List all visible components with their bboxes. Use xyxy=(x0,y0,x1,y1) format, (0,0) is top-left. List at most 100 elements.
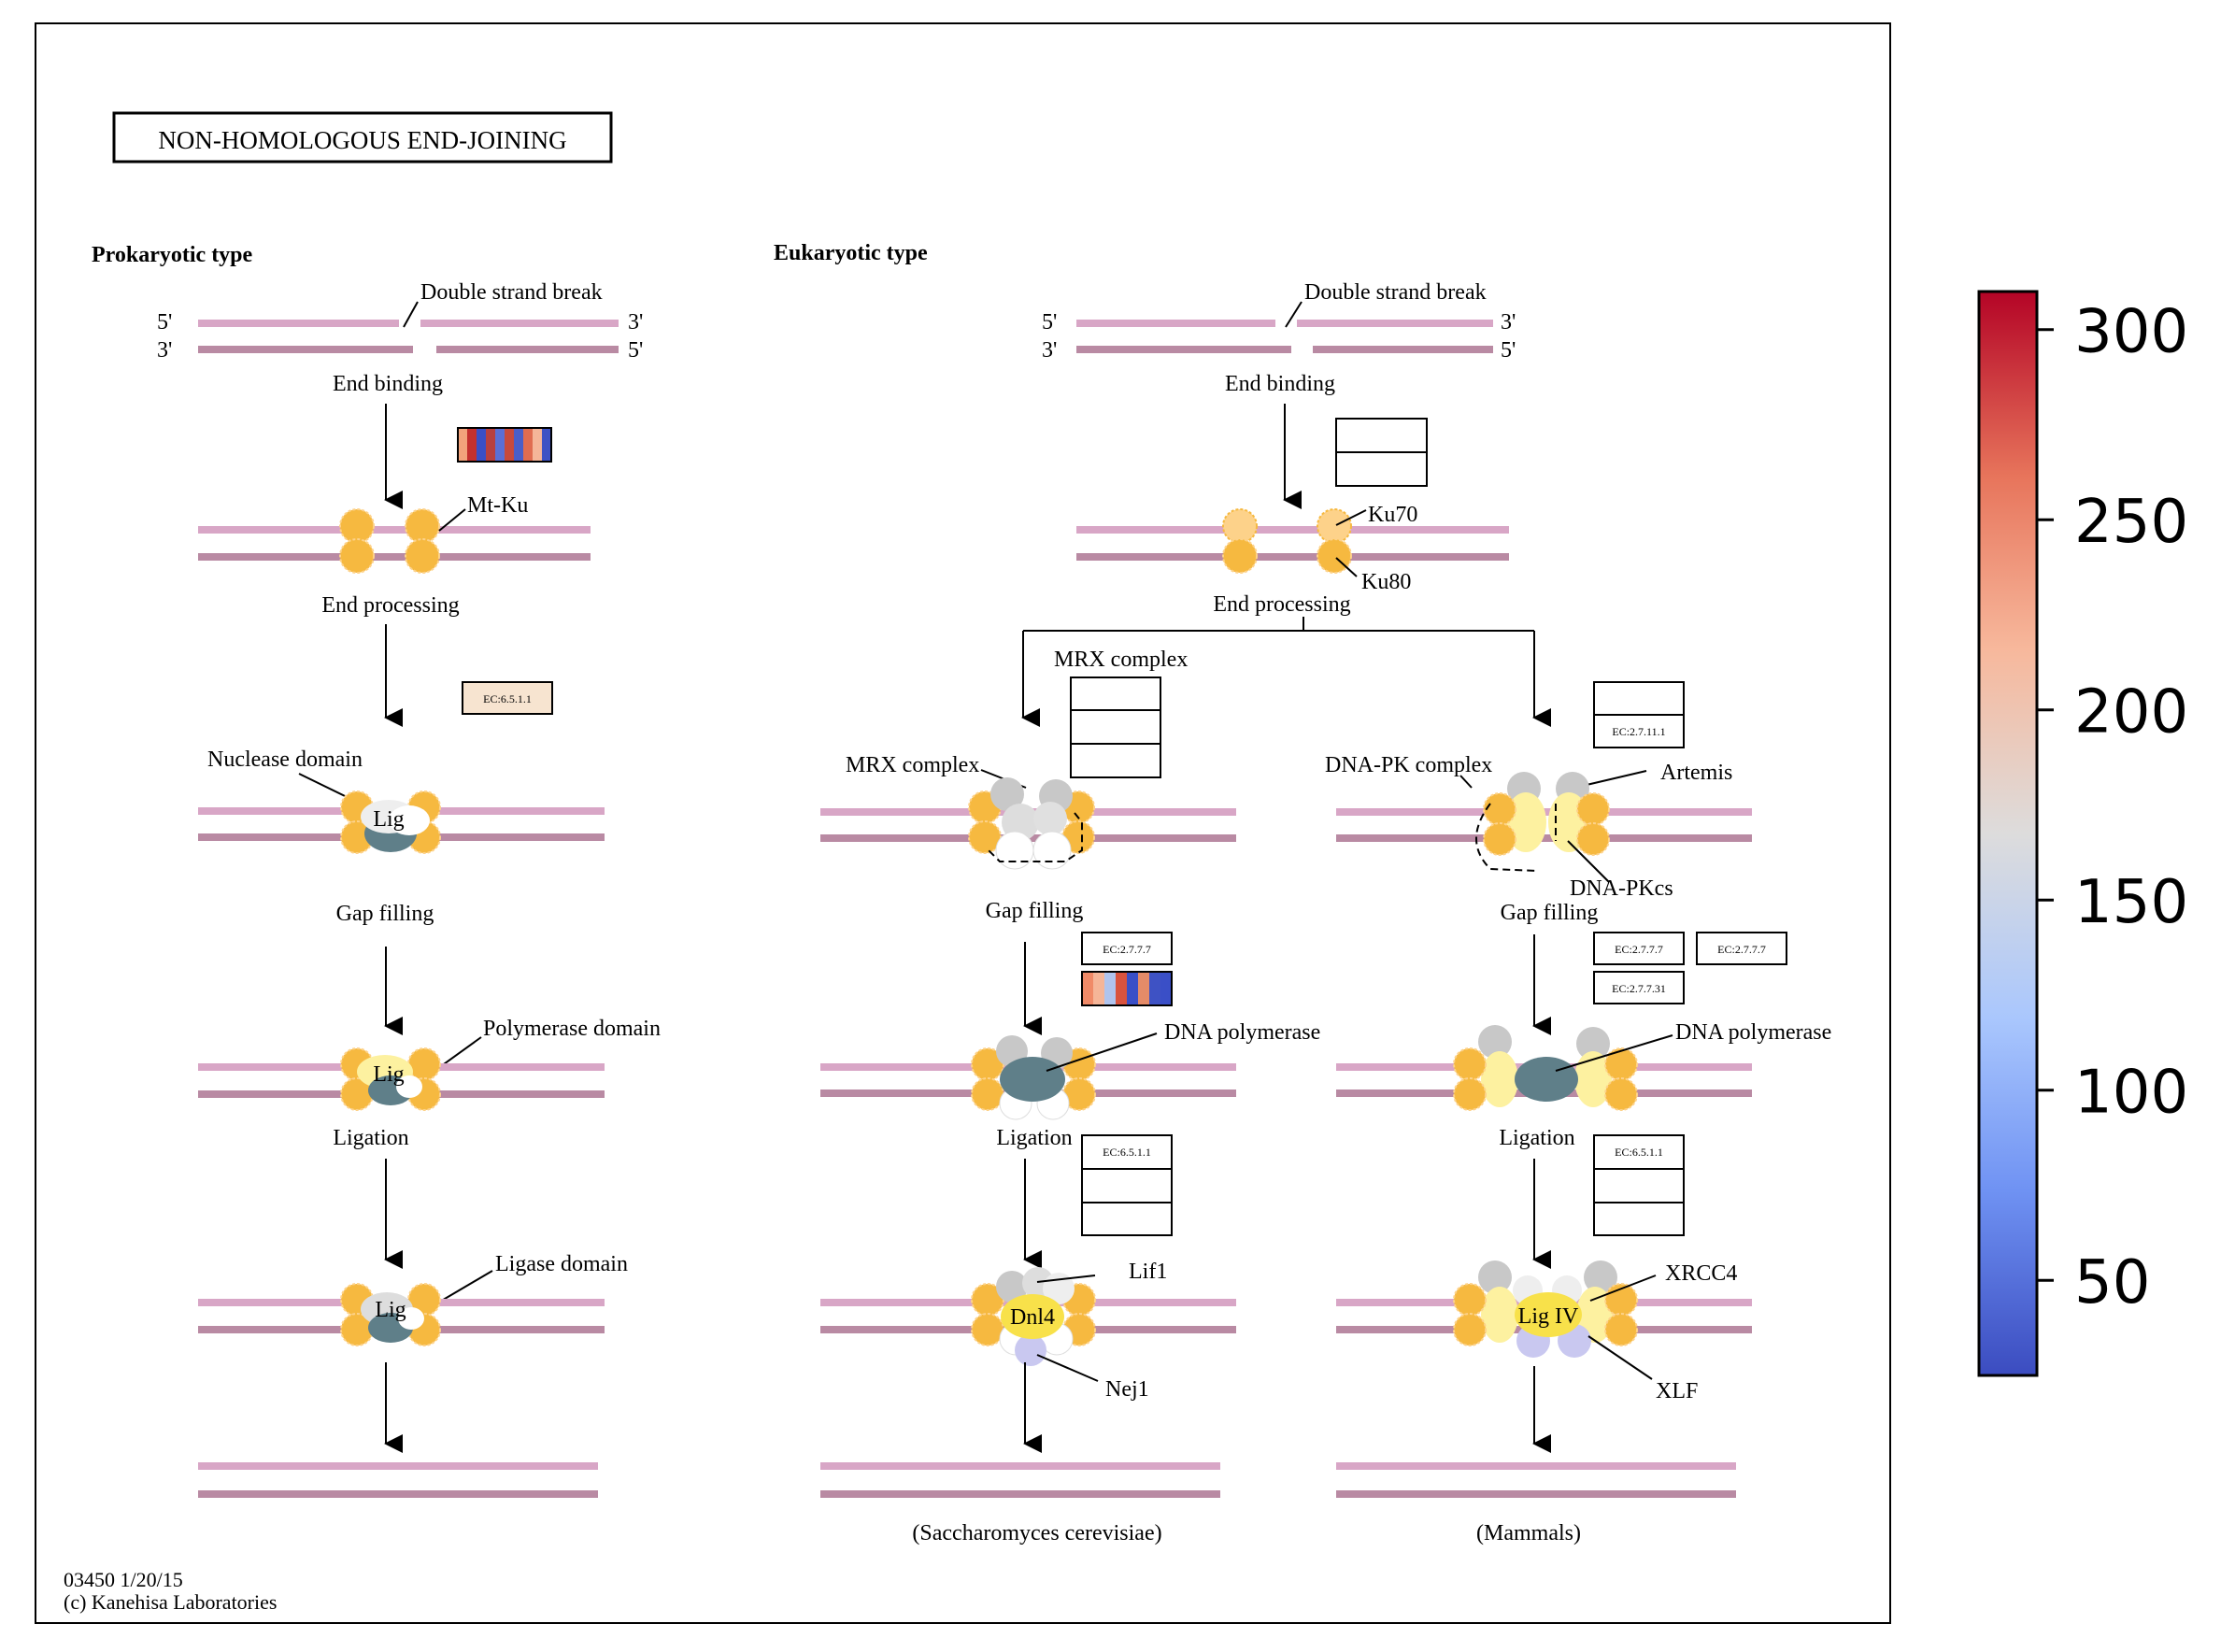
dna-strand xyxy=(198,553,591,561)
footer-copyright: (c) Kanehisa Laboratories xyxy=(64,1590,277,1614)
dna-strand xyxy=(820,1490,1220,1498)
xrcc4-label: XRCC4 xyxy=(1665,1261,1737,1286)
heat-cell xyxy=(467,428,477,462)
prokaryotic-panel: Prokaryotic type Double strand break 5' … xyxy=(92,243,661,1498)
title-box: NON-HOMOLOGOUS END-JOINING xyxy=(112,111,613,164)
ku70-label: Ku70 xyxy=(1368,503,1417,527)
prok-step-gap-filling: Gap filling xyxy=(336,902,434,926)
heat-cell xyxy=(1082,972,1094,1005)
dna-strand xyxy=(198,320,399,327)
dnapk-complex xyxy=(1475,772,1610,872)
ec-box[interactable]: EC:6.5.1.1 xyxy=(462,681,553,715)
mrx-gene-box[interactable] xyxy=(1070,676,1161,778)
ku80-label: Ku80 xyxy=(1361,570,1411,594)
ec-box[interactable]: EC:2.7.7.7 xyxy=(1593,932,1685,965)
heat-cell xyxy=(514,428,524,462)
svg-text:Lig IV: Lig IV xyxy=(1518,1304,1579,1329)
euk-five-prime-top: 5' xyxy=(1042,310,1057,335)
mrx-complex xyxy=(968,777,1095,870)
diagram-frame xyxy=(35,22,1891,1624)
heat-cell xyxy=(1138,972,1150,1005)
dnapk-complex-label: DNA-PK complex xyxy=(1325,753,1492,777)
colorbar-tick-label: 250 xyxy=(2074,488,2188,557)
lig-complex-ligase: Lig xyxy=(340,1283,441,1346)
dna-strand xyxy=(198,1490,598,1498)
heat-cell xyxy=(523,428,534,462)
prok-step-ligation: Ligation xyxy=(333,1126,408,1150)
dnapk-gene-box[interactable]: EC:2.7.11.1 xyxy=(1593,681,1685,748)
svg-text:EC:2.7.7.31: EC:2.7.7.31 xyxy=(1612,982,1666,995)
dna-strand xyxy=(1076,526,1509,534)
dnl4-complex: Dnl4 xyxy=(971,1267,1096,1366)
heat-cell xyxy=(533,428,543,462)
heat-cell xyxy=(495,428,505,462)
euk-gap-filling-mrx: Gap filling xyxy=(986,899,1084,923)
heat-cell xyxy=(486,428,496,462)
dna-strand xyxy=(1313,346,1493,353)
ec-box[interactable]: EC:2.7.7.7 xyxy=(1696,932,1787,965)
heat-cell xyxy=(1104,972,1117,1005)
ku-heterodimer xyxy=(1222,508,1352,574)
colorbar-tick-label: 300 xyxy=(2074,298,2188,367)
eukaryotic-panel: Eukaryotic type Double strand break 5' 3… xyxy=(774,241,1831,1545)
prok-step-end-processing: End processing xyxy=(321,593,459,618)
heat-cell xyxy=(542,428,552,462)
dna-strand xyxy=(1076,346,1291,353)
mammal-dna-polymerase-label: DNA polymerase xyxy=(1675,1020,1831,1045)
svg-text:EC:2.7.7.7: EC:2.7.7.7 xyxy=(1103,943,1151,956)
mtku-heat-strip[interactable] xyxy=(458,428,552,462)
mammal-organism-label: (Mammals) xyxy=(1476,1521,1581,1545)
footer-id-date: 03450 1/20/15 xyxy=(64,1568,183,1591)
prokaryotic-heading: Prokaryotic type xyxy=(92,243,253,267)
prok-step-end-binding: End binding xyxy=(333,372,443,396)
yeast-organism-label: (Saccharomyces cerevisiae) xyxy=(912,1521,1161,1545)
heat-cell xyxy=(1149,972,1161,1005)
lif1-label: Lif1 xyxy=(1129,1260,1167,1284)
ku-gene-box[interactable] xyxy=(1335,418,1428,487)
svg-text:Lig: Lig xyxy=(375,1298,406,1322)
mtku-protein xyxy=(339,508,440,574)
heat-cell xyxy=(1160,972,1173,1005)
ec-box[interactable]: EC:2.7.7.31 xyxy=(1593,971,1685,1004)
euk-dsb-label: Double strand break xyxy=(1304,280,1487,305)
dna-polymerase-heat-strip[interactable] xyxy=(1082,972,1173,1005)
mrx-complex-box-label: MRX complex xyxy=(1054,648,1188,672)
svg-text:EC:6.5.1.1: EC:6.5.1.1 xyxy=(1103,1146,1151,1159)
euk-step-end-binding: End binding xyxy=(1225,372,1335,396)
dna-strand xyxy=(198,1462,598,1470)
prok-dsb-label: Double strand break xyxy=(420,280,603,305)
dna-strand xyxy=(436,346,619,353)
colorbar-tick-label: 150 xyxy=(2074,868,2188,937)
euk-ligation-mammal: Ligation xyxy=(1499,1126,1574,1150)
colorbar-tick-label: 50 xyxy=(2074,1248,2150,1317)
euk-three-prime-top: 3' xyxy=(1501,310,1516,335)
ligase-gene-box-mammal[interactable]: EC:6.5.1.1 xyxy=(1593,1134,1685,1236)
ligiv-complex: Lig IV xyxy=(1453,1260,1638,1358)
prok-five-prime-bottom: 5' xyxy=(628,338,643,363)
mtku-label: Mt-Ku xyxy=(467,493,528,518)
ec-box[interactable]: EC:2.7.7.7 xyxy=(1081,932,1173,965)
dna-strand xyxy=(1336,1462,1736,1470)
yeast-dna-polymerase-label: DNA polymerase xyxy=(1164,1020,1320,1045)
svg-text:Lig: Lig xyxy=(373,1062,404,1087)
euk-five-prime-bottom: 5' xyxy=(1501,338,1516,363)
lig-complex-polymerase: Lig xyxy=(340,1047,441,1111)
prok-three-prime-bottom: 3' xyxy=(157,338,172,363)
euk-three-prime-bottom: 3' xyxy=(1042,338,1057,363)
euk-gap-filling-dnapk: Gap filling xyxy=(1501,901,1599,925)
prok-five-prime-top: 5' xyxy=(157,310,172,335)
dna-strand xyxy=(820,1462,1220,1470)
yeast-polymerase-complex xyxy=(971,1035,1096,1120)
svg-text:EC:2.7.11.1: EC:2.7.11.1 xyxy=(1612,725,1665,738)
heat-cell xyxy=(1127,972,1139,1005)
heat-cell xyxy=(1116,972,1128,1005)
svg-text:EC:2.7.7.7: EC:2.7.7.7 xyxy=(1717,943,1766,956)
colorbar-gradient xyxy=(1977,290,2039,1377)
svg-text:EC:6.5.1.1: EC:6.5.1.1 xyxy=(1615,1146,1663,1159)
svg-text:Lig: Lig xyxy=(373,807,404,832)
ligase-gene-box-yeast[interactable]: EC:6.5.1.1 xyxy=(1081,1134,1173,1236)
dna-strand xyxy=(1076,553,1509,561)
dna-strand xyxy=(420,320,619,327)
